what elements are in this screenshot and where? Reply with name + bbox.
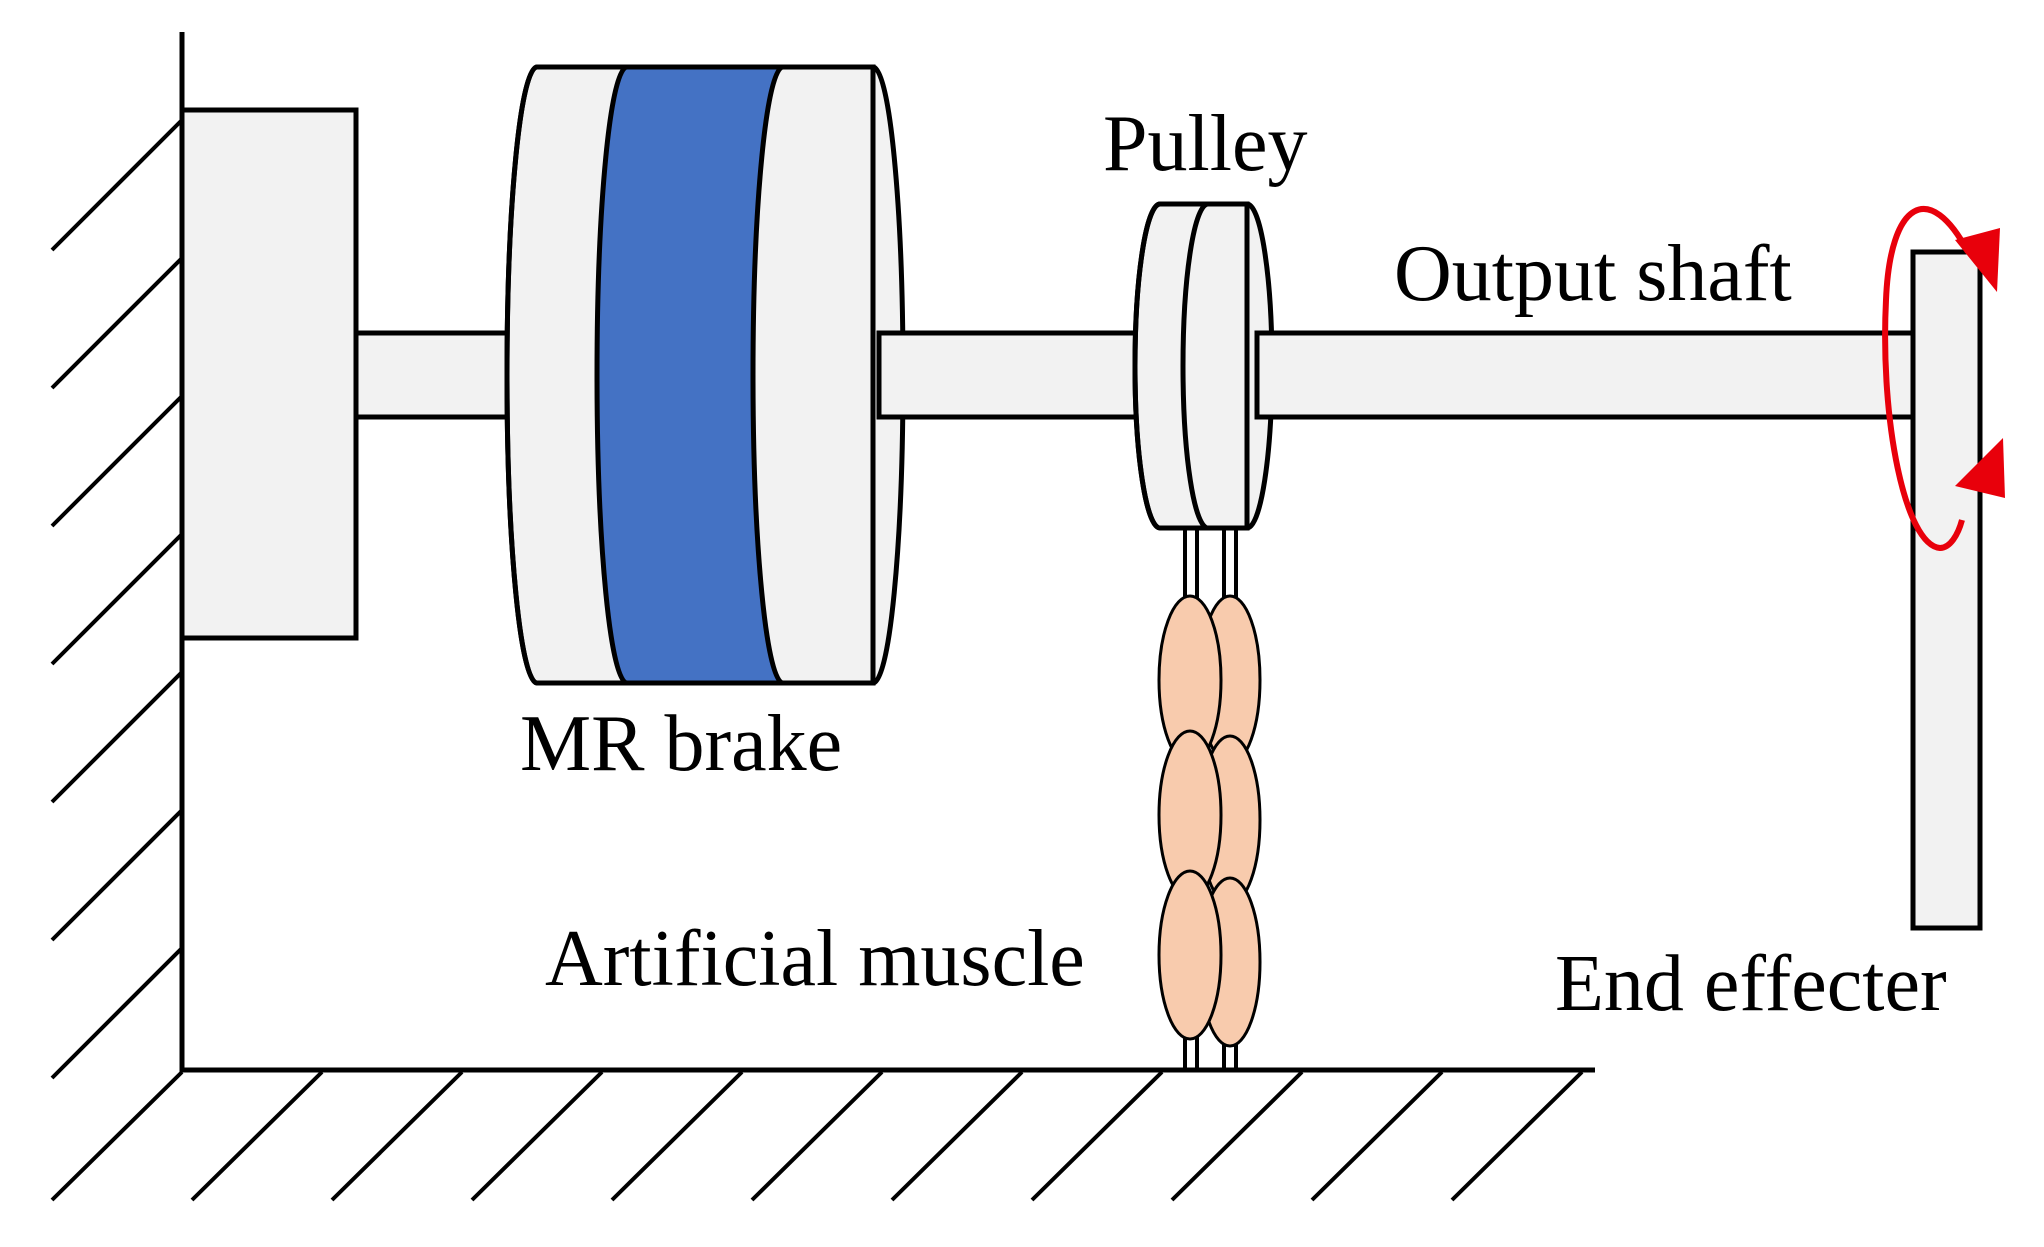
end-effector (1910, 249, 1983, 931)
shaft-segment-left (353, 330, 515, 420)
output-shaft (1254, 330, 1916, 420)
mr-brake (504, 64, 906, 686)
label-artificial-muscle: Artificial muscle (545, 915, 1085, 1003)
rotation-arrowhead-top (1955, 228, 2000, 292)
label-output-shaft: Output shaft (1394, 230, 1792, 318)
label-pulley: Pulley (1103, 100, 1307, 188)
artificial-muscle (1157, 528, 1262, 1072)
support-block (179, 107, 359, 641)
label-mr-brake: MR brake (520, 700, 842, 788)
shaft-segment-middle (876, 330, 1143, 420)
label-end-effector: End effecter (1555, 940, 1947, 1028)
rotation-arrowhead-bottom (1955, 438, 2005, 498)
floor-hatching (50, 1070, 1584, 1202)
pulley (1132, 201, 1275, 531)
rotation-arrow (1882, 206, 2005, 552)
mr-brake-core (594, 64, 784, 686)
wall-hatching (50, 118, 182, 1080)
muscle-bead (1157, 869, 1223, 1041)
